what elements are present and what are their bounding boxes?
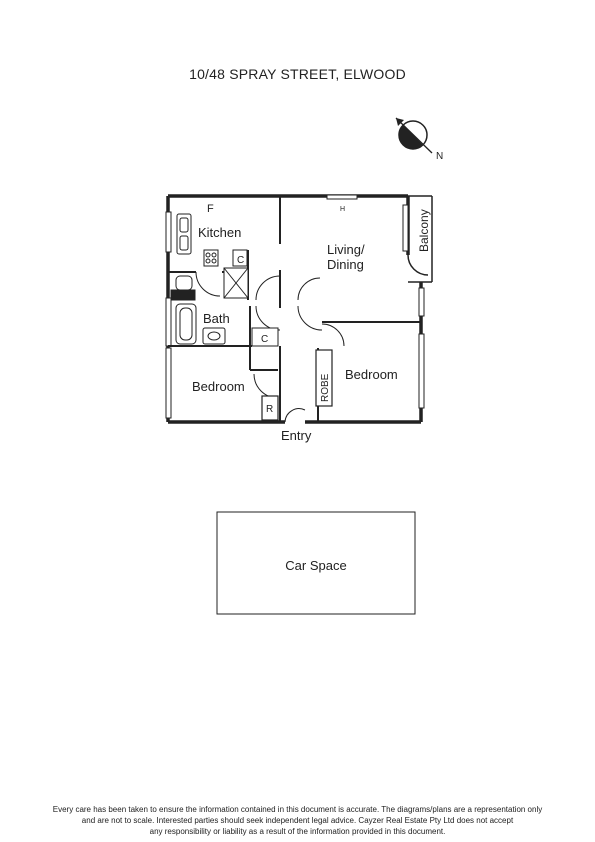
disclaimer-line-2: and are not to scale. Interested parties… [81,816,514,825]
north-compass-icon [395,117,433,154]
balcony-label: Balcony [417,209,431,252]
heater-label: H [340,206,345,213]
disclaimer: Every care has been taken to ensure the … [14,804,581,837]
bath-label: Bath [203,311,230,326]
kitchen-label: Kitchen [198,225,241,240]
fridge-label: F [207,203,214,215]
property-address-title: 10/48 SPRAY STREET, ELWOOD [189,66,406,82]
disclaimer-line-1: Every care has been taken to ensure the … [52,805,543,814]
kitchen-cupboard-label: C [237,255,244,266]
car-space-outline [216,511,416,615]
balcony-outline [407,195,433,283]
living-label-line1: Living/ [327,242,365,257]
bedroom1-label: Bedroom [192,379,245,394]
robe-small-label: R [266,404,273,415]
living-label-line2: Dining [327,257,364,272]
windows [165,194,425,419]
robes [261,349,333,421]
bath-fixtures [170,275,279,347]
entry-label: Entry [281,428,312,443]
bedroom2-label: Bedroom [345,367,398,382]
north-label: N [436,151,443,162]
robe-label: ROBE [320,373,331,402]
bath-cupboard-label: C [261,334,268,345]
car-space-label: Car Space [285,558,346,573]
disclaimer-line-3: any responsibility or liability as a res… [149,827,446,836]
kitchen-fixtures [176,213,249,299]
